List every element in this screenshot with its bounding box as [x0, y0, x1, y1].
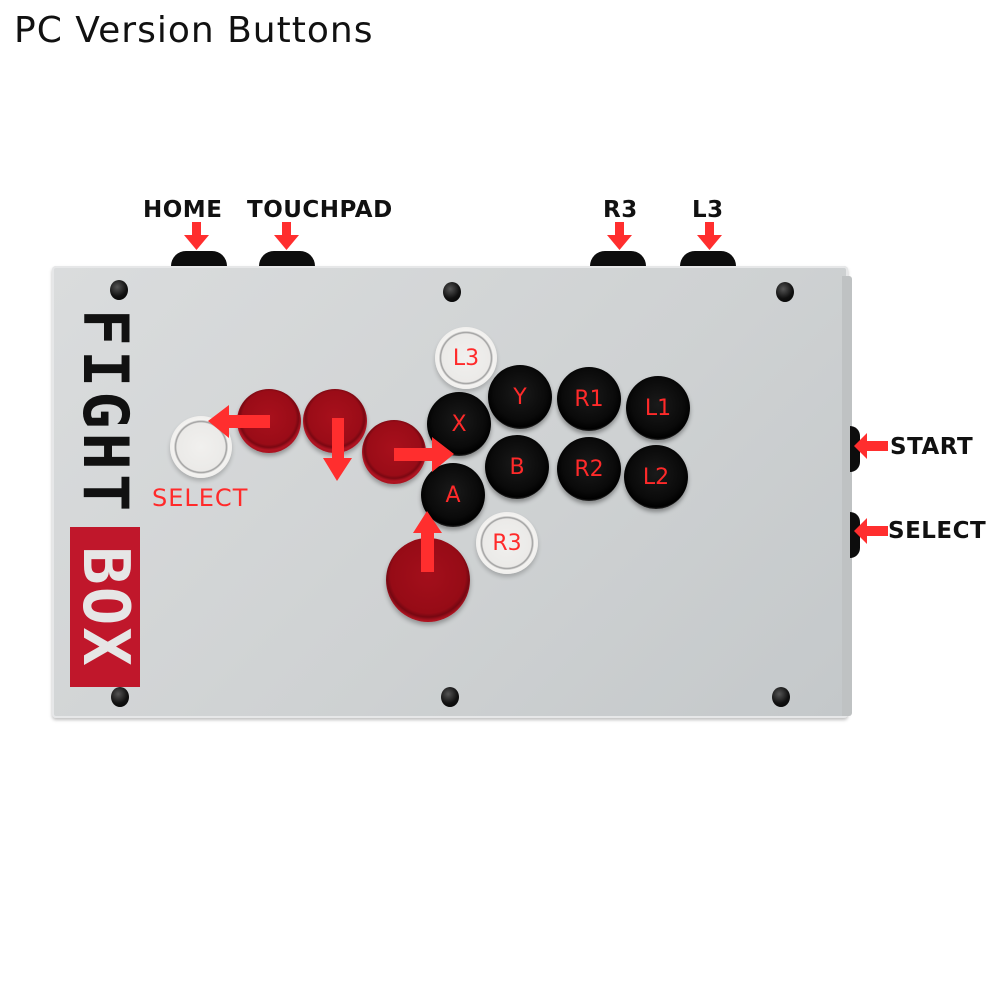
select-face-button[interactable]: [170, 416, 232, 478]
home-button[interactable]: [171, 251, 227, 269]
l1-button[interactable]: L1: [626, 376, 690, 440]
start-side-button[interactable]: [850, 426, 860, 472]
right-direction-button[interactable]: [362, 420, 426, 484]
r3-top-button[interactable]: [590, 251, 646, 269]
left-direction-button[interactable]: [237, 389, 301, 453]
page-title: PC Version Buttons: [14, 10, 374, 51]
l3-top-button[interactable]: [680, 251, 736, 269]
up-direction-button[interactable]: [386, 538, 470, 622]
l3-top-label: L3: [692, 197, 724, 223]
panel-right-edge: [842, 276, 852, 716]
select-face-label: SELECT: [152, 484, 249, 512]
start-side-label: START: [890, 434, 974, 460]
l3-face-button[interactable]: L3: [435, 327, 497, 389]
fightbox-logo: FIGHT BOX: [69, 300, 142, 690]
touchpad-button[interactable]: [259, 251, 315, 269]
screw-icon: [443, 282, 461, 302]
logo-box: BOX: [70, 527, 140, 687]
screw-icon: [110, 280, 128, 300]
logo-fight: FIGHT: [69, 308, 142, 516]
x-button[interactable]: X: [427, 392, 491, 456]
b-button[interactable]: B: [485, 435, 549, 499]
screw-icon: [111, 687, 129, 707]
r1-button[interactable]: R1: [557, 367, 621, 431]
r3-top-label: R3: [603, 197, 638, 223]
r2-button[interactable]: R2: [557, 437, 621, 501]
r3-face-button[interactable]: R3: [476, 512, 538, 574]
down-direction-button[interactable]: [303, 389, 367, 453]
arrow-down-icon: [184, 222, 209, 250]
select-side-button[interactable]: [850, 512, 860, 558]
arrow-down-icon: [274, 222, 299, 250]
home-label: HOME: [143, 197, 223, 223]
screw-icon: [772, 687, 790, 707]
l2-button[interactable]: L2: [624, 445, 688, 509]
screw-icon: [441, 687, 459, 707]
touchpad-label: TOUCHPAD: [247, 197, 393, 223]
a-button[interactable]: A: [421, 463, 485, 527]
arrow-down-icon: [697, 222, 722, 250]
y-button[interactable]: Y: [488, 365, 552, 429]
screw-icon: [776, 282, 794, 302]
arrow-down-icon: [607, 222, 632, 250]
select-side-label: SELECT: [888, 518, 987, 544]
